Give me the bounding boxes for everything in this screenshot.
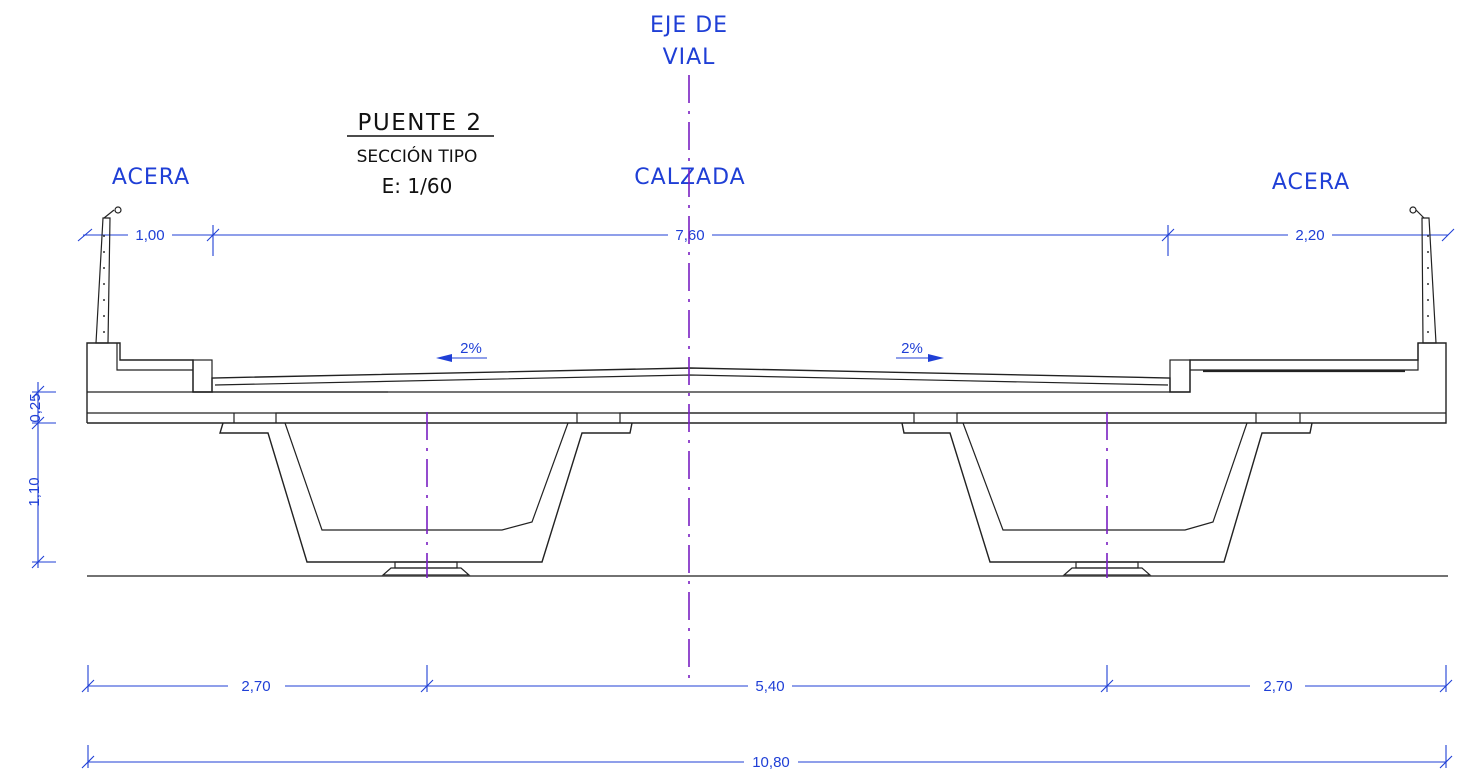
bottom-dimension-line [81,665,1453,693]
slope-arrow-left [436,354,487,362]
dim-top-left: 1,00 [135,227,164,244]
right-sidewalk-label: ACERA [1272,170,1350,195]
drawing-subtitle: SECCIÓN TIPO [357,145,478,167]
dim-total-width: 10,80 [752,754,790,771]
left-sidewalk-label: ACERA [112,165,190,190]
slope-label-left: 2% [460,340,482,357]
slope-label-right: 2% [901,340,923,357]
axis-label-line1: EJE DE [650,13,728,38]
dim-top-middle: 7,60 [675,227,704,244]
drawing-title: PUENTE 2 [358,110,483,136]
dim-slab-thickness: 0,25 [27,393,44,422]
roadway-label: CALZADA [634,165,745,190]
left-bearing [381,561,471,576]
axis-label-line2: VIAL [663,45,716,70]
top-dimension-line [77,225,1455,256]
deck-slab [86,342,1447,424]
drawing-scale: E: 1/60 [382,174,453,198]
left-box-girder [219,422,633,563]
right-box-girder [901,422,1313,563]
right-railing [1409,206,1437,344]
dim-bottom-right: 2,70 [1263,678,1292,695]
slope-arrow-right [896,354,944,362]
total-dimension-line [81,745,1453,769]
left-railing [95,206,122,344]
dim-bottom-middle: 5,40 [755,678,784,695]
left-vertical-dimension [31,382,56,569]
dim-girder-depth: 1,10 [26,477,43,506]
dim-top-right: 2,20 [1295,227,1324,244]
dim-bottom-left: 2,70 [241,678,270,695]
